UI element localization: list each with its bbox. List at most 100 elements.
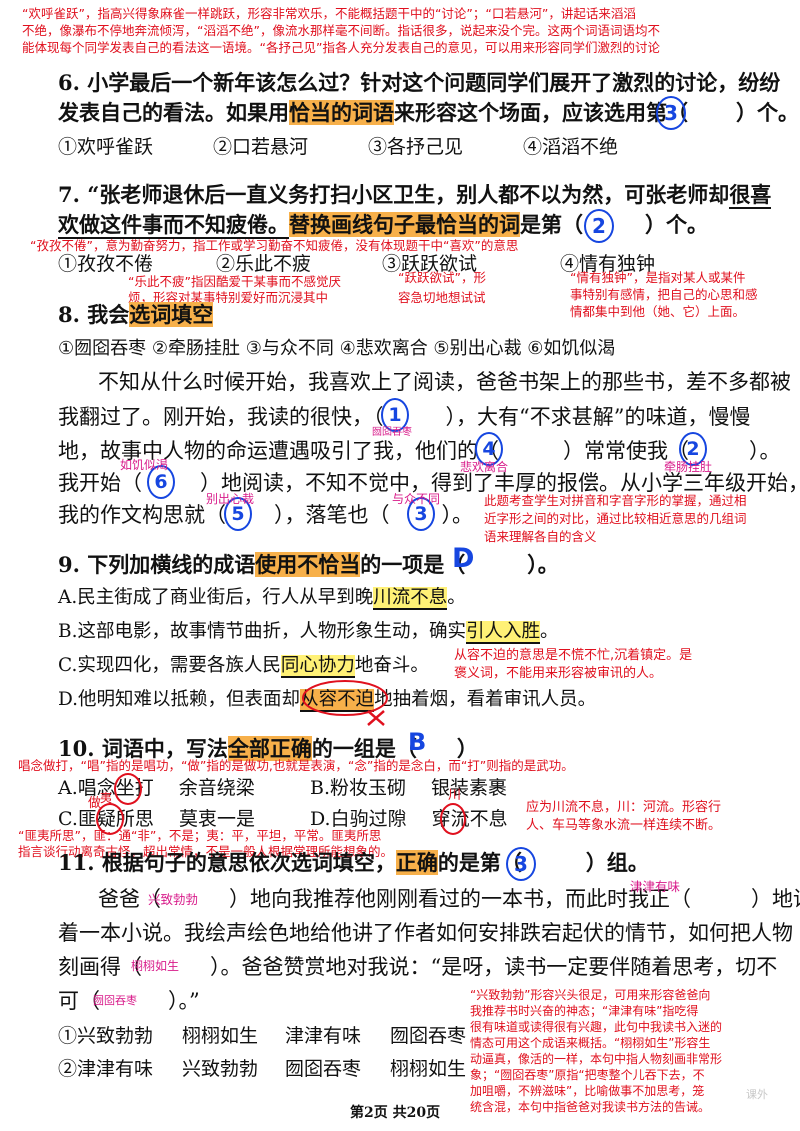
q8-answer-2: 4 (475, 432, 503, 466)
q9-highlight: 使用不恰当 (255, 552, 361, 577)
q11-pink-4: 囫囵吞枣 (93, 994, 137, 1007)
q10-note-right-1: 应为川流不息，川：河流。形容行 (526, 800, 722, 815)
q9-title: 9. 下列加横线的成语使用不恰当的一项是（）。 (58, 552, 559, 577)
q6-line2: 发表自己的看法。如果用恰当的词语来形容这个场面，应该选用第（）个。 (58, 100, 799, 125)
q8-p5: 我的作文构思就（），落笔也（）。 (58, 503, 473, 527)
q7-note-4b: 事特别有感情，把自己的心思和感 (570, 287, 758, 302)
q11-note-2: 我推荐书时兴奋的神态；“津津有味”指吃得 (470, 1004, 699, 1018)
q9-cross-mark (302, 680, 388, 726)
page-footer: 第2页 共20页 (350, 1105, 441, 1121)
q7-note-1: “孜孜不倦”，意为勤奋努力，指工作或学习勤奋不知疲倦，没有体现题干中“喜欢”的意… (30, 238, 519, 253)
q7-note-4a: “情有独钟”，是指对某人或某件 (570, 270, 746, 285)
q11-note-5: 动逼真，像活的一样，本句中指人物刻画非常形 (470, 1052, 723, 1066)
q7-note-4c: 情都集中到他（她、它）上面。 (570, 304, 746, 319)
q8-p1: 不知从什么时候开始，我喜欢上了阅读，爸爸书架上的那些书，差不多都被 (98, 370, 791, 394)
q10-answer: B (408, 728, 427, 756)
q11-note-8: 统含混，本句中指爸爸对我读书方法的告诫。 (470, 1100, 711, 1114)
q11-row1-4: 囫囵吞枣 (390, 1025, 467, 1047)
q10-note-bottom-1: “匪夷所思”，匪：通“非”，不是；夷：平，平坦，平常。匪夷所思 (18, 828, 382, 843)
q7-answer: 2 (584, 209, 614, 243)
q10-circle-zuo (114, 773, 142, 805)
q8-note-2: 近字形之间的对比，通过比较相近意思的几组词 (484, 511, 747, 526)
q7-highlight: 替换画线句子最恰当的词 (289, 212, 520, 237)
q11-note-1: “兴致勃勃”形容兴头很足，可用来形容爸爸向 (470, 988, 711, 1002)
q10-mark-zuo: 做 (88, 796, 102, 811)
q8-note-3: 语来理解各自的含义 (484, 529, 597, 544)
q7-underlined-1: 很喜 (729, 182, 772, 209)
q8-answer-6: 3 (407, 497, 435, 531)
top-note-line1: “欢呼雀跃”，指高兴得象麻雀一样跳跃，形容非常欢乐，不能概括题干中的“讨论”；“… (22, 6, 636, 21)
q11-row1-2: 栩栩如生 (182, 1025, 259, 1047)
q8-answer-4: 6 (147, 465, 175, 499)
q10-note-bottom-2: 指言谈行动离奇古怪，超出常情，不是一般人根据常理所能想象的。 (18, 844, 394, 859)
q7-option-3: ③跃跃欲试 (382, 253, 478, 275)
q9-option-a: A.民主街成了商业街后，行人从早到晚川流不息。 (58, 587, 466, 610)
q11-p4: 可（）。” (58, 989, 200, 1013)
q6-option-3: ③各抒己见 (367, 136, 463, 158)
q7-note-3a: “跃跃欲试”，形 (398, 270, 486, 285)
q10-note-top: 唱念做打，“唱”指的是唱功，“做”指的是做功,也就是表演，“念”指的是念白，而“… (18, 758, 574, 773)
q8-p4: 我开始（）地阅读，不知不觉中，得到了丰厚的报偿。从小学三年级开始， (58, 471, 800, 495)
q10-highlight: 全部正确 (227, 736, 312, 761)
q10-circle-chuan (440, 803, 466, 835)
q11-note-7: 加咀嚼，不辨滋味”，比喻做事不加思考，笼 (470, 1084, 705, 1098)
q8-pink-3: 牵肠挂肚 (664, 460, 713, 474)
q6-highlight: 恰当的词语 (289, 100, 394, 125)
q8-pink-1: 囫囵吞枣 (372, 427, 412, 438)
q8-title: 8. 我会选词填空 (58, 302, 214, 327)
q8-pink-2: 悲欢离合 (460, 460, 509, 474)
top-note-line2: 不绝，像瀑布不停地奔流倾泻，“滔滔不绝”，像流水那样毫不间断。指话很多，说起来没… (22, 23, 660, 38)
q11-row2-3: 囫囵吞枣 (285, 1058, 362, 1080)
q6-option-1: ①欢呼雀跃 (58, 136, 154, 158)
q8-pink-4: 如饥似渴 (120, 458, 169, 472)
q11-pink-3: 栩栩如生 (131, 959, 180, 973)
q11-row2-2: 兴致勃勃 (182, 1058, 259, 1080)
q7-note-3b: 容急切地想试试 (398, 290, 486, 305)
q8-p2: 我翻过了。刚开始，我读的很快，（），大有“不求甚解”的味道，慢慢 (58, 405, 751, 429)
q11-p1: 爸爸（）地向我推荐他刚刚看过的一本书，而此时我正（）地读 (98, 887, 800, 911)
q11-note-4: 情态可用这个成语来概括。“栩栩如生”形容生 (470, 1036, 711, 1050)
q9-note-1: 从容不迫的意思是不慌不忙,沉着镇定。是 (454, 648, 693, 663)
q8-pink-6: 与众不同 (392, 492, 441, 506)
q8-highlight: 选词填空 (129, 302, 214, 327)
q11-pink-2: 津津有味 (630, 879, 681, 894)
q11-note-6: 象；“囫囵吞枣”原指“把枣整个儿吞下去，不 (470, 1068, 705, 1082)
q11-row1-3: 津津有味 (285, 1025, 362, 1047)
q11-title: 11. 根据句子的意思依次选词填空，正确的是第（）组。 (58, 850, 649, 875)
q7-line2: 欢做这件事而不知疲倦。替换画线句子最恰当的词是第（）个。 (58, 212, 708, 239)
q6-option-4: ④滔滔不绝 (522, 136, 618, 158)
q10-title: 10. 词语中，写法全部正确的一组是（） (58, 736, 478, 761)
q10-option-b: B.粉妆玉砌 银装素裹 (310, 777, 508, 799)
q11-row1-1: ①兴致勃勃 (58, 1025, 154, 1047)
q7-line1: 7. “张老师退休后一直义务打扫小区卫生，别人都不以为然，可张老师却很喜 (58, 182, 772, 209)
q9-answer: D (452, 543, 475, 574)
q10-note-right-2: 人、车马等象水流一样连续不断。 (526, 818, 722, 833)
q7-option-2: ②乐此不疲 (216, 253, 312, 275)
q8-answer-3: 2 (679, 432, 707, 466)
q8-answer-1: 1 (381, 398, 409, 432)
q7-note-2b: 烦，形容对某事特别爱好而沉浸其中 (128, 290, 329, 305)
top-note-line3: 能体现每个同学发表自己的看法这一语境。“各抒己见”指各人充分发表自己的意见，可以… (22, 40, 660, 55)
q11-row2-4: 栩栩如生 (390, 1058, 467, 1080)
q9-option-b: B.这部电影，故事情节曲折，人物形象生动，确实引人入胜。 (58, 621, 559, 644)
q9-note-2: 褒义词，不能用来形容被审讯的人。 (454, 666, 663, 681)
q8-answer-5: 5 (224, 497, 252, 531)
q10-mark-yi: 夷 (100, 791, 113, 805)
q6-line1: 6. 小学最后一个新年该怎么过？针对这个问题同学们展开了激烈的讨论，纷纷 (58, 70, 781, 95)
q11-p2: 着一本小说。我绘声绘色地给他讲了作者如何安排跌宕起伏的情节，如何把人物 (58, 921, 793, 945)
q11-note-3: 很有味道或读得很有兴趣，此句中我读书入迷的 (470, 1020, 723, 1034)
q11-p3: 刻画得（）。爸爸赞赏地对我说：“是呀，读书一定要伴随着思考，切不 (58, 955, 778, 979)
q6-answer: 3 (656, 96, 686, 130)
q7-underlined-2: 欢做这件事而不知疲倦。 (58, 212, 289, 239)
q7-option-1: ①孜孜不倦 (58, 253, 154, 275)
q6-option-2: ②口若悬河 (212, 136, 308, 158)
q11-pink-1: 兴致勃勃 (148, 892, 199, 907)
q11-answer: 3 (506, 847, 536, 881)
q8-options: ①囫囵吞枣 ②牵肠挂肚 ③与众不同 ④悲欢离合 ⑤别出心裁 ⑥如饥似渴 (58, 338, 616, 359)
q11-row2-1: ②津津有味 (58, 1058, 154, 1080)
q11-highlight: 正确 (395, 850, 438, 875)
q7-option-4: ④情有独钟 (560, 253, 656, 275)
q8-p3: 地，故事中人物的命运遭遇吸引了我，他们的（）常常使我（）。 (58, 439, 781, 463)
q10-circle-yi (96, 803, 124, 835)
q10-mark-chuan: 川 (448, 788, 462, 803)
